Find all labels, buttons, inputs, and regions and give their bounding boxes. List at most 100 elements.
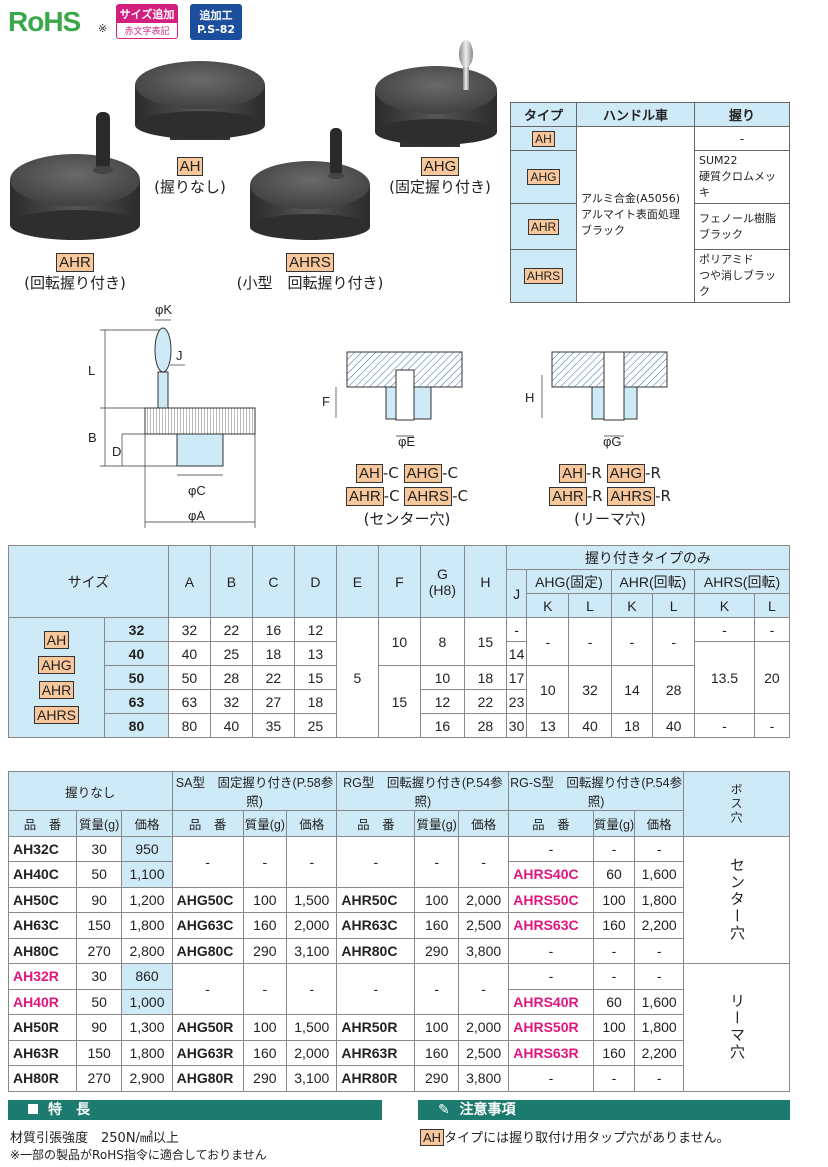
- cell-L1: 40: [568, 713, 612, 738]
- cell-B: 32: [209, 689, 253, 714]
- sub-part-no: 品 番: [8, 810, 77, 837]
- cell-C: 22: [251, 665, 295, 690]
- label-B: B: [88, 430, 97, 445]
- cell-C: 18: [251, 641, 295, 666]
- label-J: J: [176, 348, 183, 363]
- header-H: H: [463, 545, 507, 618]
- part-number: AHR80R: [336, 1065, 416, 1092]
- group-boss-hole: ボス穴: [682, 771, 791, 837]
- label-phiG: φG: [603, 434, 622, 449]
- price: 1,000: [121, 988, 173, 1015]
- part-number: AH32R: [8, 963, 77, 990]
- mass: 100: [592, 1014, 636, 1041]
- cell-L1: 32: [568, 665, 612, 714]
- cell-D: 25: [293, 713, 337, 738]
- label-phiA: φA: [188, 508, 205, 523]
- part-number: AH32C: [8, 835, 77, 862]
- part-number: AHG63C: [171, 912, 244, 939]
- cell-C: 27: [251, 689, 295, 714]
- cell-D: 13: [293, 641, 337, 666]
- header-size: サイズ: [8, 545, 169, 618]
- cell-C: 16: [251, 617, 295, 642]
- cell-H: 28: [463, 713, 507, 738]
- cell-G: 10: [419, 665, 465, 690]
- cell-B: 25: [209, 641, 253, 666]
- part-number: AHR80C: [336, 937, 416, 964]
- sub-price: 価格: [457, 810, 510, 837]
- center-hole-label: センター穴: [682, 835, 791, 964]
- price: 1,800: [121, 912, 173, 939]
- cell-J: 30: [505, 713, 528, 738]
- badge-bottom: 赤文字表記: [124, 27, 170, 37]
- cell-H: 15: [463, 617, 507, 666]
- cell-A: 32: [167, 617, 211, 642]
- type-tag: AHR: [56, 253, 94, 272]
- price-table: 握りなし SA型 固定握り付き(P.58参照) RG型 回転握り付き(P.54参…: [8, 771, 791, 1092]
- cell-A: 63: [167, 689, 211, 714]
- type-material-table: タイプ ハンドル車 握り AH アルミ合金(A5056) アルマイト表面処理 ブ…: [510, 102, 790, 303]
- sub-mass: 質量(g): [414, 810, 459, 837]
- cell-D: 18: [293, 689, 337, 714]
- header-D: D: [293, 545, 337, 618]
- grip-line: フェノール樹脂: [699, 211, 776, 225]
- price: 3,100: [286, 937, 338, 964]
- technical-drawings: φK L J B D φC φA F φE H φG: [88, 302, 668, 528]
- type-tag: AHR: [346, 487, 384, 506]
- knob-illustrations: [10, 40, 497, 240]
- ream-hole-caption: AH-R AHG-R AHR-R AHRS-R (リーマ穴): [530, 462, 690, 531]
- mass: 270: [75, 1065, 123, 1092]
- type-list: AH AHG AHR AHRS: [8, 617, 105, 738]
- empty-dash: -: [242, 835, 288, 888]
- sub-mass: 質量(g): [75, 810, 123, 837]
- grip-cell: ポリアミド つや消しブラック: [694, 249, 790, 303]
- price: 1,200: [121, 886, 173, 913]
- size-cell: 63: [104, 689, 169, 714]
- cell-G: 16: [419, 713, 465, 738]
- part-number: AHR63R: [336, 1039, 416, 1066]
- size-cell: 50: [104, 665, 169, 690]
- type-tag: AHR: [527, 218, 560, 235]
- type-tag: AHRS: [34, 705, 79, 724]
- header-ahrs: AHRS(回転): [694, 569, 790, 594]
- material-line: ブラック: [581, 223, 625, 237]
- type-cell: AHG: [510, 150, 577, 204]
- suffix: -R: [585, 464, 602, 482]
- grip-line: つや消しブラック: [699, 269, 776, 298]
- cell-A: 50: [167, 665, 211, 690]
- mass: 60: [592, 988, 636, 1015]
- empty-dash: -: [242, 963, 288, 1015]
- mass: 160: [242, 1039, 288, 1066]
- price: 2,500: [457, 1039, 510, 1066]
- type-tag: AHRS: [286, 253, 334, 272]
- cell-K2: 14: [610, 665, 654, 714]
- sub-part-no: 品 番: [336, 810, 416, 837]
- header-grip-only: 握り付きタイプのみ: [505, 545, 791, 570]
- price: 1,600: [634, 861, 684, 888]
- part-number: AHG80C: [171, 937, 244, 964]
- header-K: K: [694, 593, 755, 618]
- feature-strength: 材質引張強度 250N/㎟以上: [10, 1131, 179, 1146]
- caution-title-bar: ✎ 注意事項: [418, 1100, 790, 1120]
- mass: -: [592, 963, 636, 990]
- part-number: AH50R: [8, 1014, 77, 1041]
- type-cell: AH: [510, 126, 577, 151]
- rohs-logo: RoHS: [8, 6, 81, 37]
- mass: 90: [75, 886, 123, 913]
- type-tag: AH: [43, 630, 70, 649]
- part-number: AHG80R: [171, 1065, 244, 1092]
- mass: 160: [414, 912, 459, 939]
- part-number: -: [508, 835, 594, 862]
- mass: 100: [592, 886, 636, 913]
- knob-ahr-image: [10, 112, 140, 240]
- grip-line: SUM22: [699, 154, 738, 167]
- cell-G: 12: [419, 689, 465, 714]
- cell-J: 14: [505, 641, 528, 666]
- grip-line: ブラック: [699, 227, 743, 241]
- cell-L3: -: [753, 713, 791, 738]
- mass: 150: [75, 1039, 123, 1066]
- sub-part-no: 品 番: [508, 810, 594, 837]
- mass: 160: [592, 1039, 636, 1066]
- cell-A: 80: [167, 713, 211, 738]
